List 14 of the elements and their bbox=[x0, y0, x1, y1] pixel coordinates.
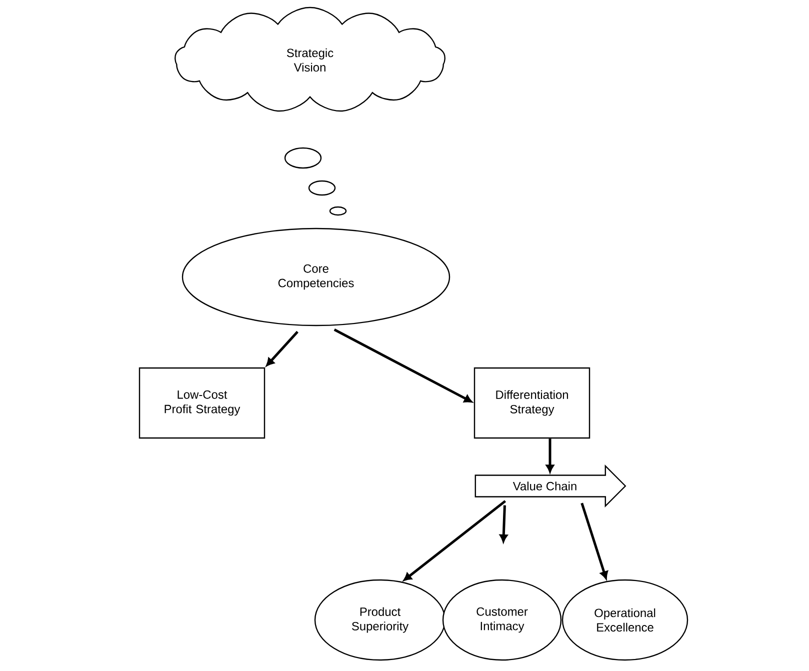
arrow bbox=[500, 505, 508, 542]
arrow bbox=[580, 502, 608, 580]
ellipse-node: Customer Intimacy bbox=[442, 579, 562, 661]
strategy-box: Differentiation Strategy bbox=[474, 367, 590, 439]
arrow bbox=[334, 328, 472, 403]
thought-cloud: Strategic Vision bbox=[174, 6, 446, 112]
arrow bbox=[266, 330, 298, 366]
ellipse-node: Core Competencies bbox=[182, 228, 450, 326]
strategy-box: Low-Cost Profit Strategy bbox=[138, 367, 266, 439]
arrow bbox=[404, 500, 506, 581]
arrow bbox=[546, 438, 554, 472]
ellipse-node: Product Superiority bbox=[314, 579, 446, 661]
node-label: Customer Intimacy bbox=[476, 607, 528, 633]
ellipse-node: Operational Excellence bbox=[562, 579, 688, 661]
